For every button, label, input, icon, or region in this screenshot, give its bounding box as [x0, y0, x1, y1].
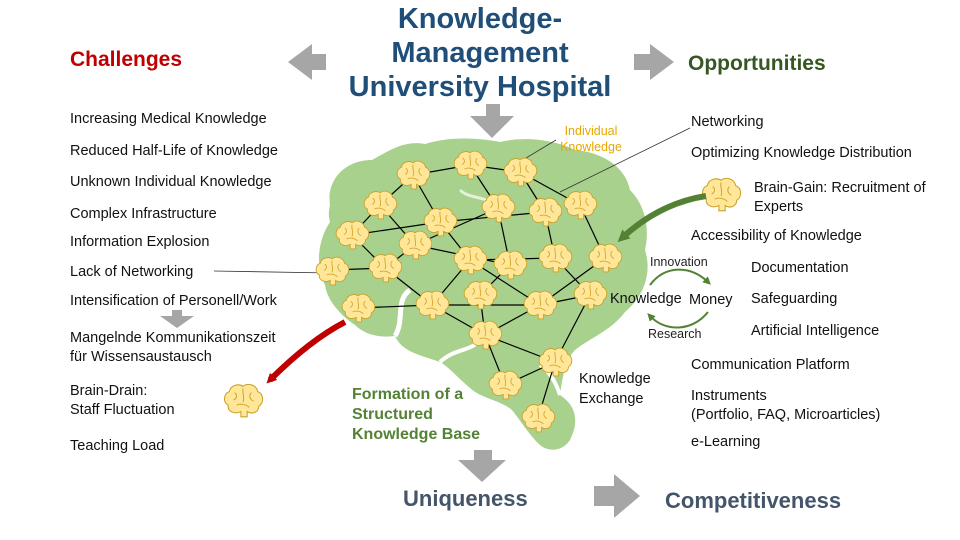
- challenge-item: Information Explosion: [70, 234, 210, 250]
- brain-gain-brain: [701, 177, 742, 212]
- formation-line-1: Formation of a: [352, 386, 464, 403]
- gray-arrow-right: [634, 44, 674, 80]
- challenge-item: Lack of Networking: [70, 264, 194, 280]
- main-title: Knowledge- Management University Hospita…: [300, 2, 660, 104]
- uniqueness-label: Uniqueness: [403, 486, 528, 511]
- formation-line-2: Structured: [352, 406, 433, 423]
- brain-gain-line-2: Experts: [754, 199, 804, 215]
- individual-knowledge-line-1: Individual: [564, 124, 618, 138]
- cycle-money: Money: [689, 292, 733, 308]
- cycle-research: Research: [648, 327, 702, 341]
- brain-drain-line-2: Staff Fluctuation: [70, 402, 175, 418]
- instruments-line-1: Instruments: [691, 388, 767, 404]
- challenge-item: Increasing Medical Knowledge: [70, 111, 267, 127]
- communication-time-line-1: Mangelnde Kommunikationszeit: [70, 330, 276, 346]
- formation-line-3: Knowledge Base: [352, 426, 481, 443]
- instruments-line-2: (Portfolio, FAQ, Microarticles): [691, 407, 881, 423]
- brain-drain-brain: [223, 383, 264, 418]
- competitiveness-label: Competitiveness: [665, 488, 842, 513]
- opportunity-documentation: Documentation: [751, 260, 849, 276]
- challenge-item: Intensification of Personell/Work: [70, 293, 277, 309]
- opportunities-heading: Opportunities: [688, 52, 826, 75]
- individual-knowledge-line-2: Knowledge: [560, 140, 622, 154]
- communication-time-line-2: für Wissensaustausch: [70, 349, 212, 365]
- opportunity-elearning: e-Learning: [691, 434, 761, 450]
- challenge-item: Complex Infrastructure: [70, 206, 217, 222]
- knowledge-exchange-line-1: Knowledge: [579, 371, 651, 387]
- brain-gain-line-1: Brain-Gain: Recruitment of: [754, 180, 926, 196]
- green-arrow: [617, 193, 707, 243]
- cycle-knowledge: Knowledge: [610, 291, 682, 307]
- formation-label: Formation of a Structured Knowledge Base: [352, 385, 480, 445]
- opportunity-communication: Communication Platform: [691, 357, 850, 373]
- gray-arrow-down-bottom: [458, 450, 506, 482]
- opportunity-networking: Networking: [691, 114, 764, 130]
- red-arrow: [266, 319, 347, 384]
- gray-arrow-right-bottom: [594, 474, 640, 518]
- brain-drain-line-1: Brain-Drain:: [70, 383, 148, 399]
- opportunity-safeguarding: Safeguarding: [751, 291, 838, 307]
- knowledge-exchange-line-2: Exchange: [579, 391, 644, 407]
- cycle-innovation: Innovation: [650, 255, 708, 269]
- opportunity-accessibility: Accessibility of Knowledge: [691, 228, 862, 244]
- opportunity-ai: Artificial Intelligence: [751, 323, 880, 339]
- gray-arrow-down-left: [160, 310, 194, 328]
- cycle-arrow-top: [649, 268, 711, 286]
- teaching-load: Teaching Load: [70, 438, 165, 454]
- challenge-item: Reduced Half-Life of Knowledge: [70, 143, 278, 159]
- individual-knowledge-label: Individual Knowledge: [556, 123, 626, 155]
- title-line-2: Management: [391, 37, 569, 69]
- opportunity-optimizing: Optimizing Knowledge Distribution: [691, 145, 912, 161]
- title-line-1: Knowledge-: [397, 3, 563, 35]
- gray-arrow-left: [288, 44, 326, 80]
- cycle-arrow-bottom: [647, 311, 709, 329]
- challenge-item: Unknown Individual Knowledge: [70, 174, 272, 190]
- gray-arrow-down-top: [470, 104, 514, 138]
- title-line-3: University Hospital: [348, 71, 612, 103]
- challenges-heading: Challenges: [70, 48, 183, 71]
